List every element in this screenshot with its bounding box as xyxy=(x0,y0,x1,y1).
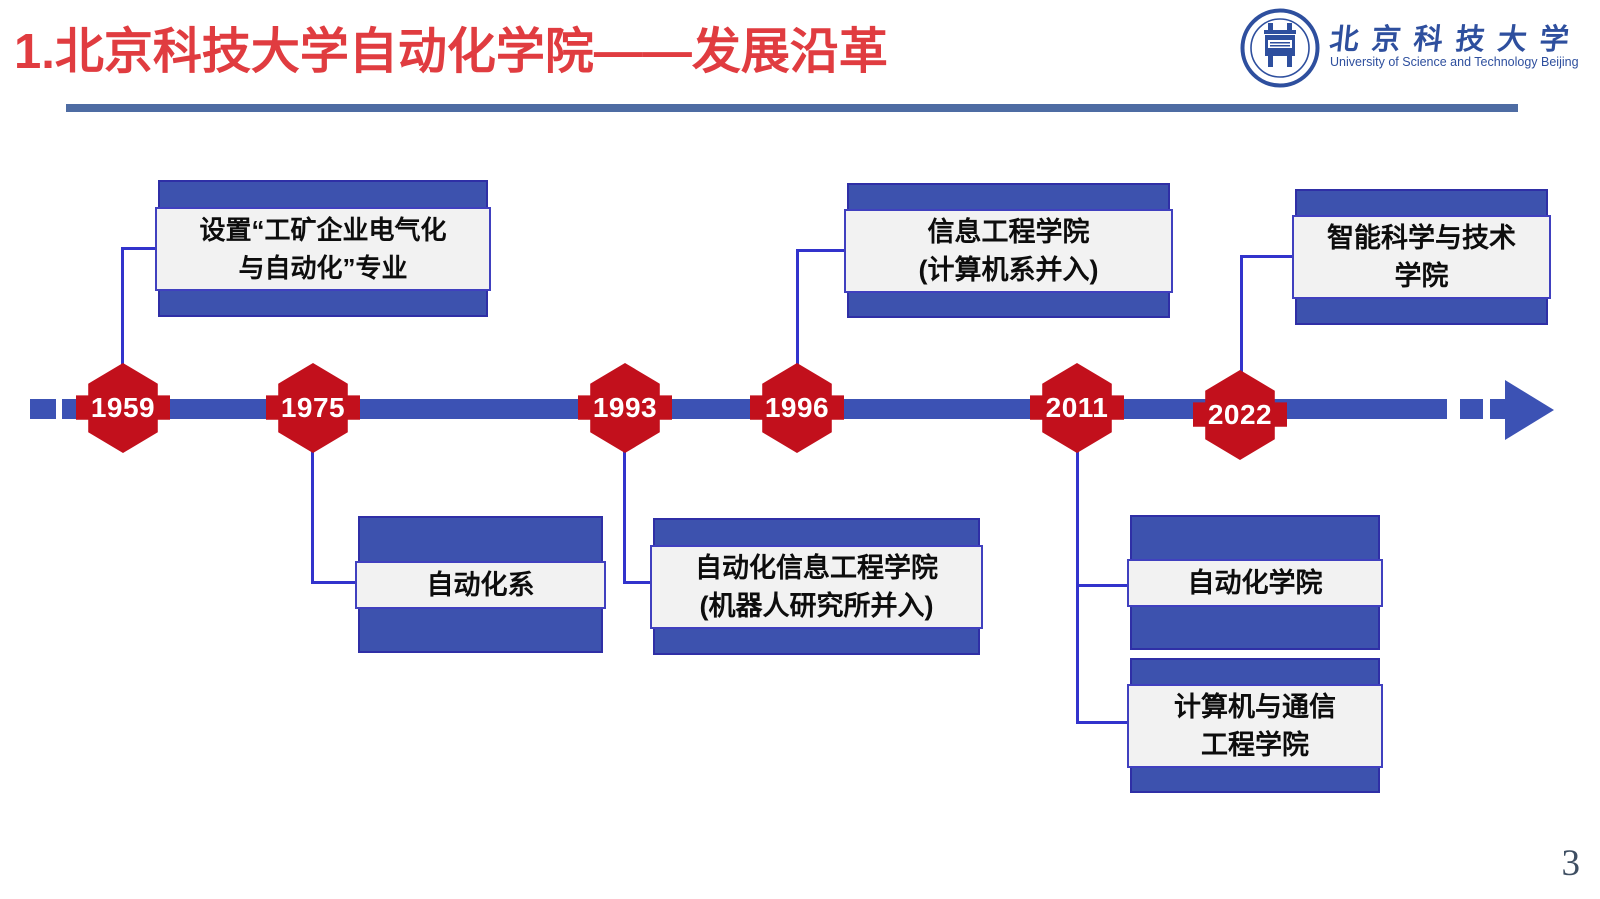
event-box-1996: 信息工程学院 (计算机系并入) xyxy=(844,183,1173,318)
page-number: 3 xyxy=(1561,843,1581,884)
header-underline xyxy=(66,104,1518,112)
connector-1996 xyxy=(796,250,799,368)
event-label-2011-automation: 自动化学院 xyxy=(1127,558,1383,607)
university-emblem-icon xyxy=(1240,8,1320,88)
year-label: 1993 xyxy=(592,392,658,423)
connector-1975 xyxy=(311,448,314,584)
connector-2022 xyxy=(1240,255,1296,258)
event-box-2011-computer: 计算机与通信 工程学院 xyxy=(1127,658,1383,793)
year-marker-1993: 1993 xyxy=(578,363,672,453)
connector-2022 xyxy=(1240,256,1243,374)
connector-2011 xyxy=(1076,584,1131,587)
event-label-1975: 自动化系 xyxy=(355,560,606,609)
connector-1975 xyxy=(311,581,359,584)
connector-1996 xyxy=(796,249,848,252)
year-label: 1996 xyxy=(764,392,830,423)
connector-1993 xyxy=(623,581,654,584)
year-label: 2022 xyxy=(1207,399,1273,430)
connector-1993 xyxy=(623,448,626,584)
event-box-1975: 自动化系 xyxy=(355,516,606,653)
year-label: 1959 xyxy=(90,392,156,423)
timeline-dash-right-2 xyxy=(1490,399,1505,419)
page-title: 1.北京科技大学自动化学院——发展沿革 xyxy=(14,25,888,79)
year-marker-1959: 1959 xyxy=(76,363,170,453)
university-name-en: University of Science and Technology Bei… xyxy=(1330,55,1579,69)
event-label-2022: 智能科学与技术 学院 xyxy=(1292,215,1551,299)
year-label: 1975 xyxy=(280,392,346,423)
timeline-arrowhead xyxy=(1505,380,1554,440)
year-marker-1996: 1996 xyxy=(750,363,844,453)
event-label-1996: 信息工程学院 (计算机系并入) xyxy=(844,208,1173,293)
year-marker-2011: 2011 xyxy=(1030,363,1124,453)
event-label-2011-computer: 计算机与通信 工程学院 xyxy=(1127,683,1383,768)
event-box-1993: 自动化信息工程学院 (机器人研究所并入) xyxy=(650,518,983,655)
university-name-cn: 北京科技大学 xyxy=(1328,24,1584,56)
university-logo: 北京科技大学 University of Science and Technol… xyxy=(1240,6,1592,90)
year-marker-2022: 2022 xyxy=(1193,370,1287,460)
timeline-dash-left xyxy=(30,399,56,419)
event-box-2011-automation: 自动化学院 xyxy=(1127,515,1383,650)
event-box-1959: 设置“工矿企业电气化 与自动化”专业 xyxy=(155,180,491,317)
event-label-1993: 自动化信息工程学院 (机器人研究所并入) xyxy=(650,544,983,629)
timeline-dash-right-1 xyxy=(1460,399,1483,419)
year-marker-1975: 1975 xyxy=(266,363,360,453)
connector-1959 xyxy=(121,248,124,368)
connector-1959 xyxy=(121,247,159,250)
connector-2011 xyxy=(1076,721,1131,724)
event-box-2022: 智能科学与技术 学院 xyxy=(1292,189,1551,325)
event-label-1959: 设置“工矿企业电气化 与自动化”专业 xyxy=(155,206,491,291)
year-label: 2011 xyxy=(1045,392,1109,423)
